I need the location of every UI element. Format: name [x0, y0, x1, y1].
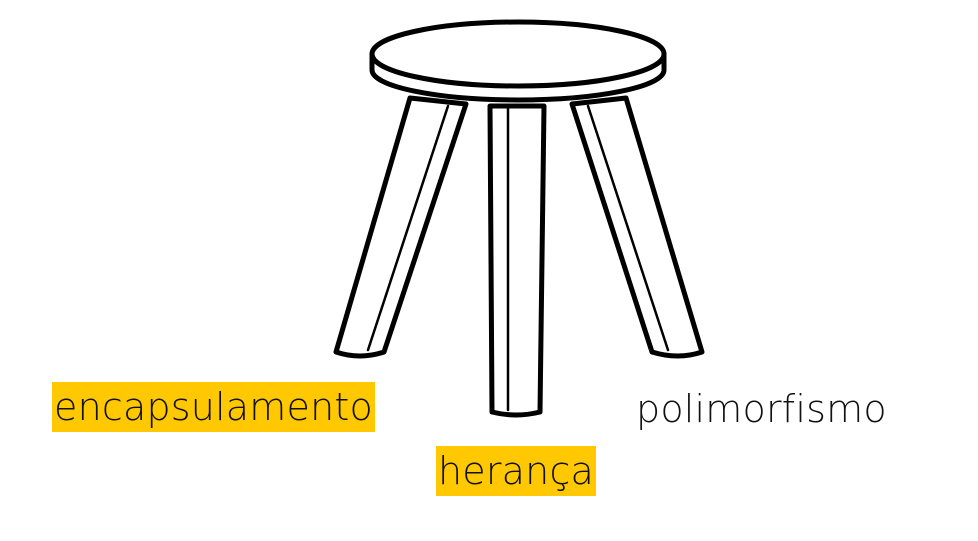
label-encapsulamento: encapsulamento: [52, 382, 375, 432]
stool-leg-right: [569, 95, 705, 359]
stool-leg-right-line: [586, 104, 670, 352]
stool-leg-left-line: [366, 104, 450, 352]
stool-leg-left: [333, 95, 469, 359]
label-heranca: herança: [436, 446, 597, 496]
stool-seat-top: [369, 19, 667, 89]
stool-leg-center: [487, 103, 547, 418]
label-polimorfismo: polimorfismo: [636, 387, 887, 431]
